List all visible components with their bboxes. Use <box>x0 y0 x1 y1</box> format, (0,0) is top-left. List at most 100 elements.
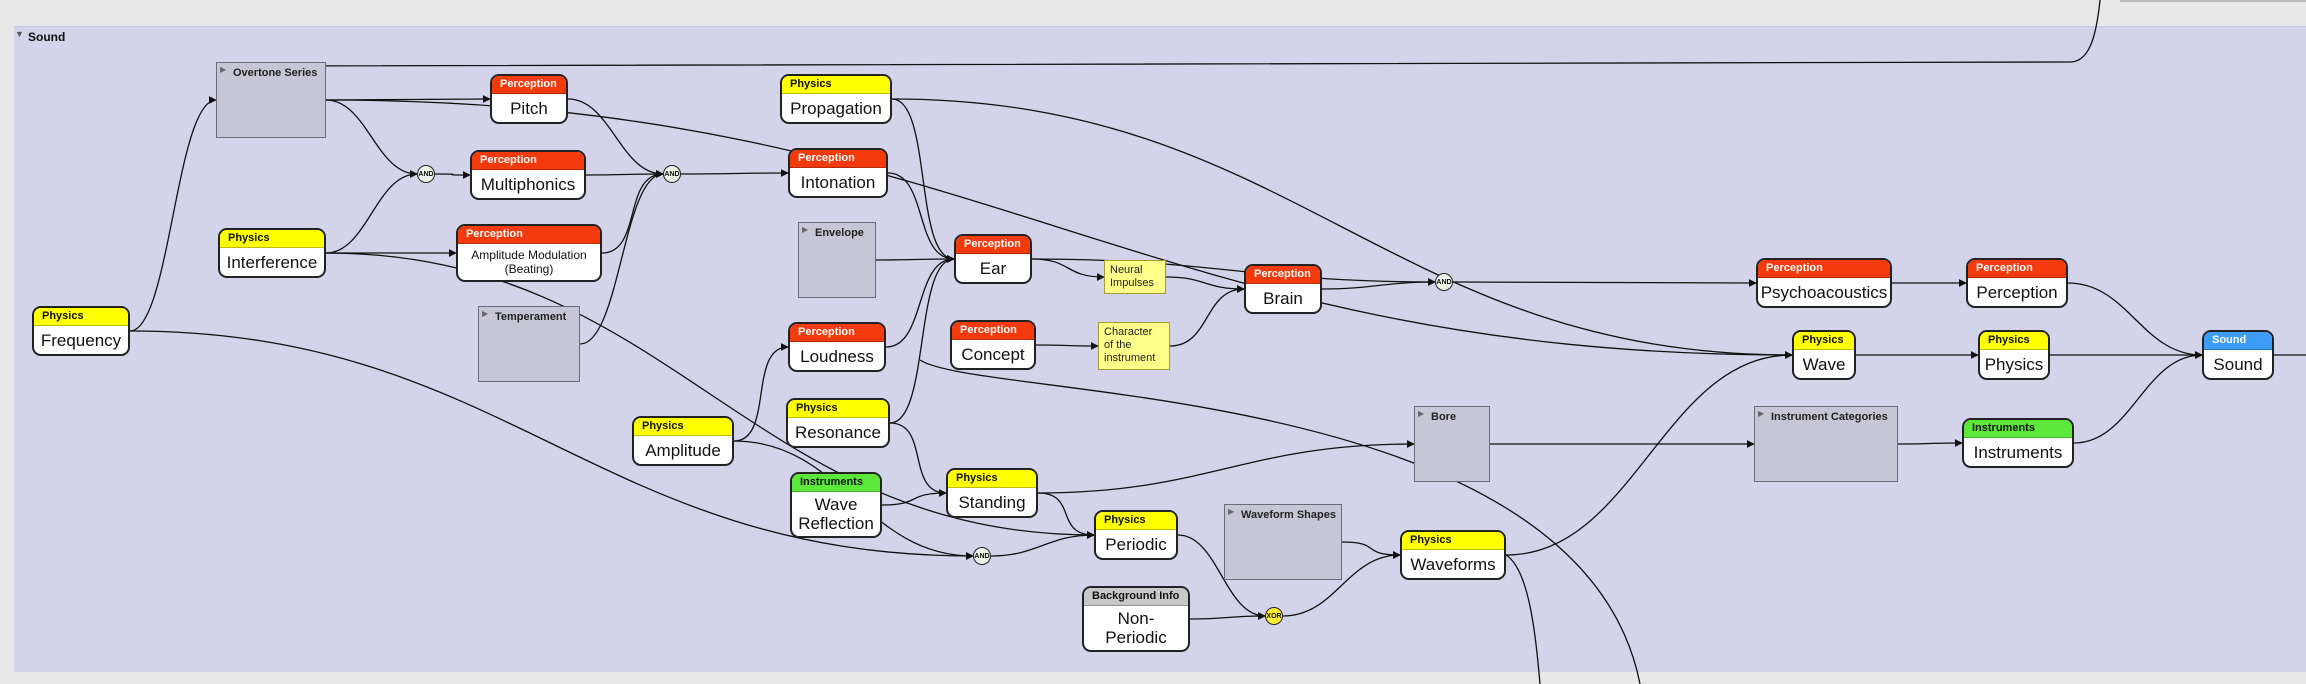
edge-non-periodic-to-xor-1[interactable] <box>1189 612 1266 620</box>
edge-standing-to-bore[interactable] <box>1037 440 1415 494</box>
edge-standing-to-periodic[interactable] <box>1037 492 1095 539</box>
group-title: Sound <box>28 30 66 44</box>
edge-propagation-to-ear[interactable] <box>891 98 955 263</box>
edge-envelope-to-ear[interactable] <box>875 255 955 263</box>
edge-and-1-to-multiphonics[interactable] <box>434 171 471 179</box>
edge-intonation-to-ear[interactable] <box>887 172 955 263</box>
edge-frequency-to-overtone-series[interactable] <box>129 96 217 332</box>
group-overtone-series[interactable]: ▶Overtone Series <box>216 62 326 138</box>
edge-character-instrument-to-brain[interactable] <box>1169 285 1245 347</box>
node-category-label: Perception <box>1968 260 2066 278</box>
edge-resonance-to-ear[interactable] <box>889 255 955 424</box>
edge-instrument-categories-to-instruments[interactable] <box>1897 439 1963 447</box>
gate-xor-1[interactable]: XOR <box>1265 607 1283 625</box>
offscreen-edge-bottom-1[interactable] <box>1505 554 1541 684</box>
gate-and-3[interactable]: AND <box>973 547 991 565</box>
group-bore[interactable]: ▶Bore <box>1414 406 1490 482</box>
group-instrument-categories[interactable]: ▶Instrument Categories <box>1754 406 1898 482</box>
edge-amplitude-modulation-to-and-2[interactable] <box>601 170 664 254</box>
group-waveform-shapes[interactable]: ▶ Waveform Shapes <box>1224 504 1342 580</box>
group-temperament[interactable]: ▶Temperament <box>478 306 580 382</box>
edge-concept-to-character-instrument[interactable] <box>1035 342 1099 350</box>
node-label: Propagation <box>790 98 882 118</box>
gate-and-1[interactable]: AND <box>417 165 435 183</box>
edge-pitch-to-and-2[interactable] <box>567 98 664 178</box>
expand-triangle-icon[interactable]: ▶ <box>220 65 227 74</box>
edge-loudness-to-ear[interactable] <box>885 255 955 348</box>
edge-ear-to-neural-impulses[interactable] <box>1031 258 1105 281</box>
edge-frequency-to-and-3[interactable] <box>129 330 974 560</box>
edge-propagation-to-wave[interactable] <box>891 98 1793 359</box>
collapse-caret-icon[interactable]: ▼ <box>15 29 24 39</box>
expand-triangle-icon[interactable]: ▶ <box>1228 507 1235 516</box>
node-label: Frequency <box>40 330 122 350</box>
edge-ear-to-and-4[interactable] <box>1031 258 1436 286</box>
note-neural-impulses[interactable]: Neural Impulses <box>1104 260 1166 294</box>
node-category-label: Physics <box>782 76 890 94</box>
gate-and-4[interactable]: AND <box>1435 273 1453 291</box>
node-category-label: Physics <box>948 470 1036 488</box>
offscreen-edge-top[interactable] <box>325 0 2101 67</box>
edge-wave-reflection-to-standing[interactable] <box>881 489 947 506</box>
edge-instruments-to-sound[interactable] <box>2073 351 2203 444</box>
expand-triangle-icon[interactable]: ▶ <box>482 309 489 318</box>
node-category-label: Perception <box>1758 260 1890 278</box>
edge-waveforms-to-wave[interactable] <box>1505 351 1793 556</box>
node-category-label: Physics <box>1096 512 1176 530</box>
edge-overtone-series-to-wave[interactable] <box>325 99 1793 359</box>
edge-neural-impulses-to-brain[interactable] <box>1165 276 1245 293</box>
edge-amplitude-to-loudness[interactable] <box>733 343 789 442</box>
edge-perception-to-sound[interactable] <box>2067 282 2203 359</box>
group-title: Waveform Shapes <box>1241 509 1336 521</box>
edge-and-4-to-psychoacoustics[interactable] <box>1452 279 1757 287</box>
edge-overtone-series-to-and-1[interactable] <box>325 99 418 178</box>
offscreen-edge-bottom-2[interactable] <box>919 359 1641 684</box>
node-label: Interference <box>226 252 318 272</box>
group-envelope[interactable]: ▶Envelope <box>798 222 876 298</box>
edge-interference-to-and-1[interactable] <box>325 170 418 254</box>
node-label: Resonance <box>794 422 881 442</box>
node-category-label: Physics <box>34 308 128 326</box>
edge-xor-1-to-waveforms[interactable] <box>1282 551 1401 617</box>
expand-triangle-icon[interactable]: ▶ <box>1758 409 1765 418</box>
edge-and-2-to-intonation[interactable] <box>680 169 789 177</box>
edge-temperament-to-and-2[interactable] <box>579 170 664 345</box>
edge-waveform-shapes-to-waveforms[interactable] <box>1341 541 1401 559</box>
edge-brain-to-and-4[interactable] <box>1321 278 1436 290</box>
edge-multiphonics-to-and-2[interactable] <box>585 170 664 178</box>
expand-triangle-icon[interactable]: ▶ <box>1418 409 1425 418</box>
edge-periodic-to-xor-1[interactable] <box>1177 534 1266 620</box>
edge-resonance-to-standing[interactable] <box>889 422 947 497</box>
node-category-label: Physics <box>1402 532 1504 550</box>
node-label: Amplitude <box>645 440 721 460</box>
gate-and-2[interactable]: AND <box>663 165 681 183</box>
note-character-instrument[interactable]: Character of the instrument <box>1098 322 1170 370</box>
edge-and-3-to-periodic[interactable] <box>990 531 1095 557</box>
expand-triangle-icon[interactable]: ▶ <box>802 225 809 234</box>
